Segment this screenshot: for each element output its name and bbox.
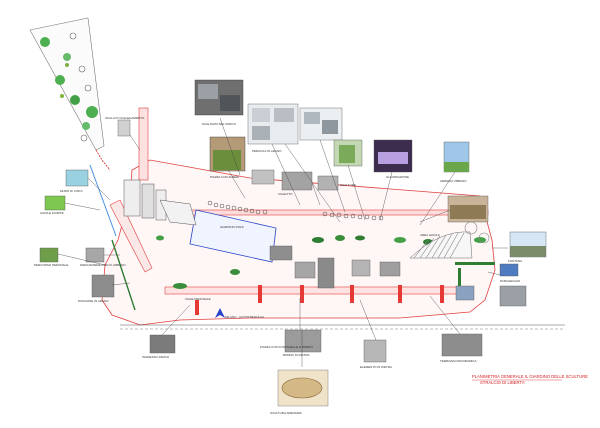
label: PIAZZA CON FONTANELLE E BORDO — [260, 345, 313, 349]
label: TERRAZZA PANORAMICA — [440, 359, 476, 363]
tree — [40, 37, 50, 47]
photo-thumb — [91, 274, 115, 298]
photo-thumb — [149, 334, 176, 354]
label: PIAZZA CON ALBERI — [210, 175, 239, 179]
label: MARCIAPIEDE PARCO URBANO — [80, 263, 126, 267]
label: FONTANA — [508, 259, 522, 263]
photo-thumb — [269, 245, 293, 261]
tree — [86, 106, 98, 118]
label: AREA GIOCHI — [420, 233, 440, 237]
photo-thumb — [44, 195, 66, 211]
leader-lines — [57, 117, 508, 367]
photo-thumb — [351, 259, 371, 277]
tree-row — [207, 200, 384, 221]
north-arrow-icon — [215, 308, 225, 318]
photo-thumb — [317, 175, 339, 191]
crossings — [195, 285, 444, 315]
label: SCULTURE — [340, 183, 356, 187]
label: SCALINATA NEL PARCO — [202, 122, 237, 126]
upper-park — [29, 17, 111, 171]
tree — [82, 122, 90, 130]
plan-labels: SCALINATA NEL PARCO PIAZZA CON ALBERI GI… — [34, 116, 522, 415]
photo-thumb — [379, 261, 401, 277]
label: VIALE PEDONALE — [185, 297, 211, 301]
label: PANCHINE IN LEGNO — [78, 299, 109, 303]
green-plantings — [89, 164, 495, 311]
photo-thumb — [499, 263, 519, 277]
label: MILANO - AUTOSTRADA A4 — [225, 315, 264, 319]
label: SCULTURA ARENARIA — [270, 411, 302, 415]
label: ILLUMINAZIONE — [386, 175, 409, 179]
parking-lot — [409, 221, 490, 259]
label: PERGOLA IN LEGNO — [252, 149, 282, 153]
label: SCALA DI COLLEGAMENTO — [105, 116, 145, 120]
photo-thumb — [281, 171, 313, 191]
photo-thumb — [85, 247, 105, 263]
plan-title: PLANIMETRIA GENERALE IL GIARDINO DELLE S… — [472, 374, 588, 385]
tree — [63, 53, 71, 61]
main-site — [101, 107, 565, 330]
label: PARCHEGGIO — [500, 279, 521, 283]
label: ARREDO URBANO — [440, 179, 467, 183]
photo-thumb — [65, 169, 89, 187]
label: VIALETTO — [278, 192, 293, 196]
photo-thumb — [499, 285, 527, 307]
photo-thumb — [317, 257, 335, 289]
photo-thumb — [39, 247, 59, 263]
tree — [55, 75, 65, 85]
photo-thumb — [117, 119, 131, 137]
label: PERCORSO PEDONALE — [34, 263, 68, 267]
label: AIUOLE FIORITE — [40, 211, 64, 215]
plan-title-line1: PLANIMETRIA GENERALE IL GIARDINO DELLE S… — [472, 374, 588, 379]
photo-thumb — [441, 333, 483, 357]
photo-thumb — [455, 285, 475, 301]
label: MURO DI CINTA — [60, 189, 83, 193]
photo-thumb — [251, 169, 275, 185]
plan-title-line2: STRALCIO DI LIBERTA' — [480, 380, 526, 385]
photo-thumb — [284, 329, 322, 353]
blue-zone — [189, 209, 277, 263]
photo-thumb — [294, 261, 316, 279]
label: GIARDINO PIANI — [220, 225, 244, 229]
buildings-left — [123, 179, 197, 226]
tree — [70, 95, 80, 105]
photo-thumbnails — [39, 79, 547, 407]
label: INGRESSO PARCO — [142, 355, 170, 359]
photo-thumb — [363, 339, 387, 363]
label: ELEMENTO IN PIETRA — [360, 365, 392, 369]
label: BORDO IN PIETRA — [283, 353, 310, 357]
